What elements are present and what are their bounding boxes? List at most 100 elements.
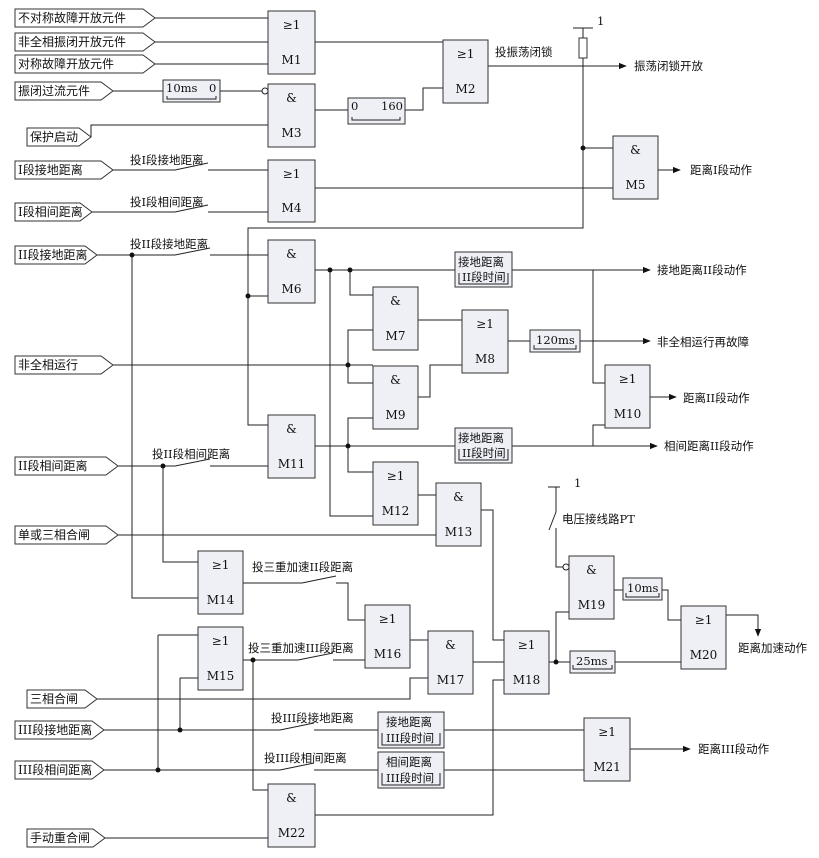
gate-m13 — [435, 482, 482, 547]
gate-m12 — [372, 461, 419, 526]
gate-symbol: ≥1 — [387, 469, 405, 483]
svg-text:II段时间: II段时间 — [462, 446, 506, 460]
junction-dots — [129, 145, 586, 773]
switch-label: 投II段相间距离 — [152, 447, 230, 461]
switch-label: 投III段相间距离 — [264, 751, 347, 765]
svg-text:II段时间: II段时间 — [462, 270, 506, 284]
gate-symbol: & — [586, 563, 597, 577]
output-label: 振荡闭锁开放 — [634, 59, 703, 73]
input-in11 — [14, 525, 119, 545]
svg-text:10ms: 10ms — [166, 81, 198, 95]
gate-symbol: & — [453, 490, 464, 504]
timer-120ms: 120ms — [529, 329, 581, 353]
svg-text:0: 0 — [351, 99, 358, 113]
gate-symbol: ≥1 — [695, 613, 713, 627]
gate-m18 — [503, 630, 550, 695]
input-label: III段相间距离 — [18, 762, 92, 777]
input-in1 — [14, 8, 156, 28]
svg-text:1: 1 — [574, 476, 581, 490]
switch-label: 投III段接地距离 — [271, 711, 354, 725]
gate-symbol: & — [286, 422, 297, 436]
input-in7 — [14, 202, 93, 222]
svg-text:10ms: 10ms — [627, 581, 659, 595]
input-label: 不对称故障开放元件 — [18, 10, 126, 25]
gate-name: M1 — [282, 53, 302, 67]
gate-name: M16 — [374, 647, 402, 661]
svg-text:接地距离: 接地距离 — [386, 715, 432, 729]
timer-ii-ground: 接地距离 II段时间 — [454, 251, 513, 288]
gate-name: M21 — [593, 760, 621, 774]
input-in5 — [26, 127, 92, 147]
gate-name: M19 — [578, 598, 606, 612]
input-in3 — [14, 54, 156, 74]
switch-label: 投三重加速III段距离 — [248, 641, 354, 655]
input-label: I段接地距离 — [18, 162, 83, 177]
output-label: 距离加速动作 — [738, 641, 807, 655]
gate-m1 — [267, 10, 316, 75]
gate-symbol: ≥1 — [598, 725, 616, 739]
gate-m8 — [461, 309, 509, 374]
input-label: III段接地距离 — [18, 722, 92, 737]
gate-m20 — [680, 605, 727, 670]
input-in4 — [14, 81, 114, 101]
gate-name: M14 — [207, 593, 235, 607]
input-in15 — [26, 828, 106, 848]
gate-name: M6 — [282, 282, 302, 296]
input-in9 — [14, 355, 114, 375]
inverter-bubble — [261, 87, 269, 95]
gate-name: M17 — [437, 673, 465, 687]
switch-label: 电压接线路PT — [562, 512, 635, 526]
input-label: 振闭过流元件 — [18, 84, 90, 98]
output-label: 距离I段动作 — [690, 163, 753, 177]
input-in8 — [14, 245, 98, 265]
timer-10ms-0: 10ms 0 — [162, 79, 221, 103]
gate-name: M7 — [386, 329, 406, 343]
gate-name: M15 — [207, 669, 235, 683]
gate-m10 — [604, 364, 651, 429]
input-in12 — [26, 689, 98, 709]
svg-text:接地距离: 接地距离 — [458, 431, 504, 445]
output-labels: 振荡闭锁开放 距离I段动作 接地距离II段动作 非全相运行再故障 距离II段动作… — [634, 59, 807, 756]
gate-name: M18 — [513, 673, 541, 687]
gate-symbol: ≥1 — [518, 638, 536, 652]
svg-text:25ms: 25ms — [576, 654, 608, 668]
output-label: 非全相运行再故障 — [657, 335, 749, 349]
gate-name: M8 — [475, 352, 495, 366]
gate-m5 — [612, 135, 659, 200]
wires — [90, 17, 762, 839]
gate-m22 — [267, 783, 316, 848]
gate-symbol: ≥1 — [283, 18, 301, 32]
output-label: 距离II段动作 — [683, 391, 750, 405]
gate-symbol: ≥1 — [283, 167, 301, 181]
timer-0-160: 0 160 — [347, 97, 406, 125]
gate-name: M11 — [278, 457, 306, 471]
input-label: 单或三相合闸 — [18, 527, 90, 542]
constant-one-pt: 1 — [574, 476, 581, 490]
timer-ii-phase: 接地距离 II段时间 — [454, 427, 513, 464]
input-in6 — [14, 160, 114, 180]
gate-symbol: & — [286, 247, 297, 261]
input-label: 保护启动 — [30, 130, 78, 144]
gate-m3 — [267, 83, 316, 148]
gate-m15 — [197, 626, 244, 691]
svg-text:1: 1 — [597, 14, 604, 28]
gate-name: M5 — [626, 178, 646, 192]
gate-m16 — [364, 604, 411, 669]
gate-m11 — [267, 414, 316, 479]
input-label: 手动重合闸 — [30, 830, 90, 845]
switch-label: 投I段相间距离 — [130, 195, 204, 209]
gate-symbol: & — [630, 143, 641, 157]
gate-m7 — [372, 286, 419, 351]
gate-name: M20 — [690, 648, 718, 662]
input-label: 非全相振闭开放元件 — [18, 34, 126, 49]
switch-label: 投I段接地距离 — [130, 153, 204, 167]
input-label: II段相间距离 — [18, 458, 87, 473]
switch-label: 投振荡闭锁 — [495, 45, 553, 59]
inputs-layer: 不对称故障开放元件非全相振闭开放元件对称故障开放元件振闭过流元件保护启动I段接地… — [14, 8, 156, 848]
gate-m2 — [442, 39, 489, 104]
timer-25ms: 25ms — [569, 650, 616, 674]
gate-name: M9 — [386, 408, 406, 422]
svg-text:III段时间: III段时间 — [386, 771, 434, 785]
gate-name: M22 — [278, 826, 306, 840]
